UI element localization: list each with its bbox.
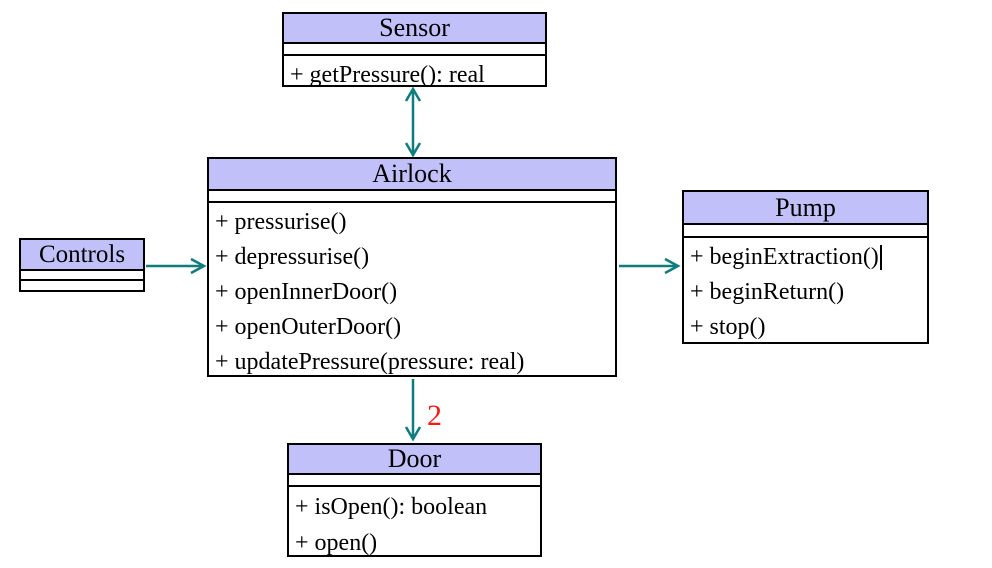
method-item: + depressurise() bbox=[215, 244, 370, 270]
method-item: + beginReturn() bbox=[690, 279, 845, 305]
class-name: Sensor bbox=[284, 13, 545, 42]
attributes-compartment bbox=[284, 42, 545, 54]
method-item: + stop() bbox=[690, 314, 766, 340]
methods-compartment: + isOpen(): boolean + open() bbox=[289, 485, 540, 555]
association-airlock-pump[interactable] bbox=[619, 257, 681, 275]
class-name: Airlock bbox=[209, 159, 615, 189]
method-item: + openOuterDoor() bbox=[215, 314, 402, 340]
method-item: + isOpen(): boolean bbox=[295, 494, 488, 520]
arrowhead-up-icon bbox=[404, 86, 422, 102]
class-name: Controls bbox=[21, 240, 143, 269]
class-box-door[interactable]: Door + isOpen(): boolean + open() bbox=[287, 443, 542, 557]
class-box-sensor[interactable]: Sensor + getPressure(): real bbox=[282, 12, 547, 87]
association-airlock-door[interactable] bbox=[404, 379, 422, 442]
arrowhead-down-icon bbox=[404, 426, 422, 442]
method-item: + open() bbox=[295, 530, 378, 555]
arrowhead-right-icon bbox=[190, 257, 207, 275]
association-controls-airlock[interactable] bbox=[146, 257, 207, 275]
class-box-pump[interactable]: Pump + beginExtraction() + beginReturn()… bbox=[682, 190, 929, 344]
method-item: + openInnerDoor() bbox=[215, 279, 398, 305]
attributes-compartment bbox=[209, 189, 615, 201]
methods-compartment: + getPressure(): real bbox=[284, 54, 545, 85]
text-cursor-caret bbox=[879, 245, 882, 270]
association-sensor-airlock[interactable] bbox=[404, 86, 422, 158]
class-name: Pump bbox=[684, 192, 927, 223]
arrowhead-right-icon bbox=[664, 257, 681, 275]
method-item: + pressurise() bbox=[215, 209, 347, 235]
attributes-compartment bbox=[684, 223, 927, 236]
method-text: + beginExtraction() bbox=[690, 244, 879, 270]
method-item: + updatePressure(pressure: real) bbox=[215, 349, 525, 375]
attributes-compartment bbox=[21, 269, 143, 279]
class-box-controls[interactable]: Controls bbox=[19, 238, 145, 292]
method-item: + beginExtraction() bbox=[690, 240, 927, 275]
methods-compartment: + beginExtraction() + beginReturn() + st… bbox=[684, 236, 927, 342]
class-box-airlock[interactable]: Airlock + pressurise() + depressurise() … bbox=[207, 157, 617, 377]
methods-compartment bbox=[21, 279, 143, 290]
method-item: + getPressure(): real bbox=[290, 62, 485, 85]
arrowhead-down-icon bbox=[404, 142, 422, 158]
attributes-compartment bbox=[289, 473, 540, 485]
methods-compartment: + pressurise() + depressurise() + openIn… bbox=[209, 201, 615, 375]
multiplicity-label[interactable]: 2 bbox=[427, 399, 442, 432]
class-name: Door bbox=[289, 444, 540, 473]
